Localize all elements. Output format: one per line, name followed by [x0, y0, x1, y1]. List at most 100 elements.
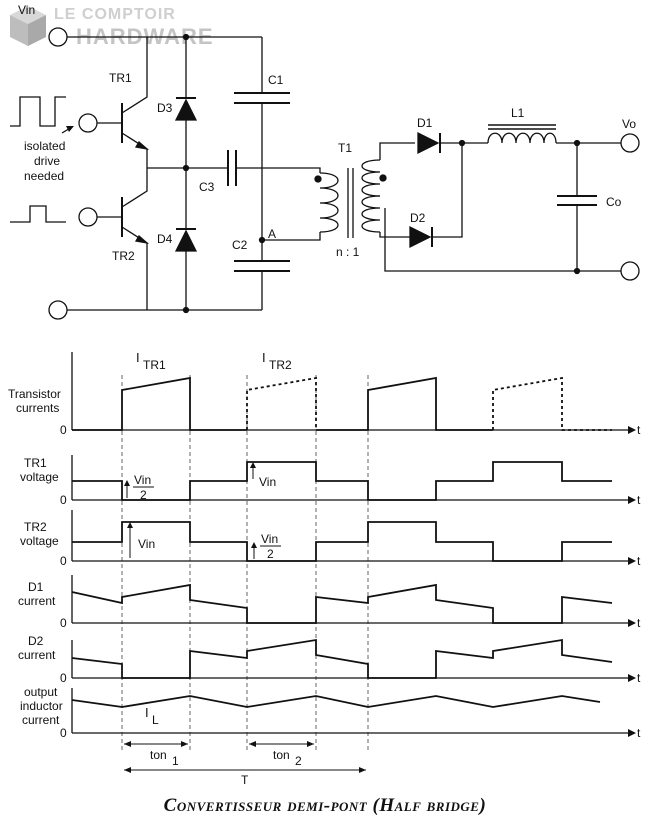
- period-dimension: [124, 767, 366, 773]
- vin-label-tr1: Vin: [259, 475, 276, 489]
- drive-note-line3: needed: [24, 169, 64, 183]
- primary-bottom-wire: [262, 232, 321, 241]
- t-label-4: t: [637, 616, 641, 630]
- tr2-label: TR2: [112, 249, 135, 263]
- itr1-pulse: [72, 376, 247, 431]
- itr2-subscript: TR2: [269, 358, 292, 372]
- period-label: T: [241, 773, 249, 787]
- row4-label-line2: current: [18, 594, 56, 608]
- secondary-bottom-wire: [379, 232, 410, 238]
- row5-label-line1: D2: [28, 634, 44, 648]
- node-a-label: A: [268, 227, 276, 241]
- l1-label: L1: [511, 106, 525, 120]
- vin-half-num-tr2: Vin: [261, 532, 278, 546]
- secondary-top-wire: [379, 142, 415, 160]
- capacitor-c2: [234, 240, 290, 310]
- row6-label-line2: inductor: [20, 699, 63, 713]
- ton2-label: ton: [273, 748, 290, 762]
- vin-half-arrow-tr1: [124, 480, 130, 498]
- c2-label: C2: [232, 238, 248, 252]
- d2-current-trace: [71, 638, 613, 679]
- row4-label-line1: D1: [28, 580, 44, 594]
- itr1-label: I: [136, 350, 140, 365]
- ton1-label: ton: [150, 748, 167, 762]
- vin-half-den-tr1: 2: [140, 488, 147, 502]
- tr1-drive-pulse-icon: [10, 96, 66, 127]
- tr1-label: TR1: [109, 71, 132, 85]
- capacitor-c3: [227, 150, 262, 186]
- row3-label-line1: TR2: [24, 520, 47, 534]
- vin-half-den-tr2: 2: [267, 547, 274, 561]
- capacitor-c1: [234, 37, 290, 240]
- drive-note-line2: drive: [34, 154, 60, 168]
- il-subscript: L: [152, 713, 159, 727]
- diode-d2: [409, 143, 463, 249]
- tr2-voltage-trace: [72, 521, 612, 562]
- vin-label: Vin: [18, 3, 35, 17]
- d4-label: D4: [157, 232, 173, 246]
- timing-diagram: Transistor currents 0 TR1 voltage 0 TR2 …: [8, 350, 641, 787]
- itr2-pulse-2: [492, 376, 612, 431]
- itr1-pulse-2: [316, 376, 493, 431]
- tr1-voltage-trace: [72, 461, 612, 501]
- vin-label-tr2: Vin: [138, 537, 155, 551]
- vo-label: Vo: [622, 117, 636, 131]
- capacitor-co: [557, 143, 597, 271]
- row5-zero: 0: [60, 671, 67, 685]
- row1-label-line2: currents: [16, 401, 59, 415]
- inductor-l1: [487, 124, 621, 144]
- t-label-3: t: [637, 554, 641, 568]
- d1-current-trace: [71, 583, 613, 624]
- row1-label-line1: Transistor: [8, 387, 61, 401]
- t-label-5: t: [637, 671, 641, 685]
- row2-zero: 0: [60, 493, 67, 507]
- diode-d3: [174, 37, 198, 168]
- c1-label: C1: [268, 73, 284, 87]
- transformer-t1: [314, 159, 387, 238]
- drive-note-line1: isolated: [24, 139, 65, 153]
- ton1-dimension: [124, 741, 188, 747]
- vin-half-arrow-tr2: [251, 542, 257, 559]
- row6-label-line1: output: [24, 685, 58, 699]
- d2-label: D2: [410, 211, 426, 225]
- vin-half-num-tr1: Vin: [134, 473, 151, 487]
- ton1-subscript: 1: [172, 754, 179, 768]
- watermark-line1: LE COMPTOIR: [54, 6, 176, 23]
- primary-top-wire: [262, 167, 321, 173]
- t1-label: T1: [338, 141, 352, 155]
- row6-label-line3: current: [22, 713, 60, 727]
- il-label: I: [145, 705, 149, 720]
- transistor-tr1: [97, 37, 150, 168]
- itr2-pulse: [246, 376, 317, 430]
- center-tap-wire: [384, 208, 621, 272]
- row5-label-line2: current: [18, 648, 56, 662]
- row2-label-line1: TR1: [24, 456, 47, 470]
- phase-guides: [121, 375, 369, 750]
- figure-caption: Convertisseur demi-pont (Half bridge): [163, 795, 487, 816]
- ton2-subscript: 2: [295, 754, 302, 768]
- row6-zero: 0: [60, 726, 67, 740]
- c3-label: C3: [199, 180, 215, 194]
- vin-arrow-tr2: [127, 522, 133, 558]
- vin-arrow-tr1: [250, 462, 256, 479]
- row3-zero: 0: [60, 554, 67, 568]
- d3-label: D3: [157, 101, 173, 115]
- tr2-drive-pulse-icon: [10, 205, 66, 223]
- cube-logo-icon: [10, 6, 46, 46]
- co-label: Co: [606, 195, 622, 209]
- itr2-label: I: [262, 350, 266, 365]
- row4-zero: 0: [60, 616, 67, 630]
- inductor-current-trace: [71, 695, 601, 708]
- d1-label: D1: [417, 116, 433, 130]
- row3-label-line2: voltage: [20, 534, 59, 548]
- transistor-tr2: [97, 168, 150, 310]
- ton2-dimension: [249, 741, 314, 747]
- half-bridge-schematic: Vin TR1 TR2 D3 D4 C1 C3 C2 A T1 n : 1 D1…: [10, 3, 640, 320]
- row1-zero: 0: [60, 423, 67, 437]
- itr1-subscript: TR1: [143, 358, 166, 372]
- turns-ratio-label: n : 1: [336, 245, 360, 259]
- diode-d4: [174, 168, 198, 310]
- row2-label-line2: voltage: [20, 470, 59, 484]
- t-label-6: t: [637, 726, 641, 740]
- t-label-1: t: [637, 423, 641, 437]
